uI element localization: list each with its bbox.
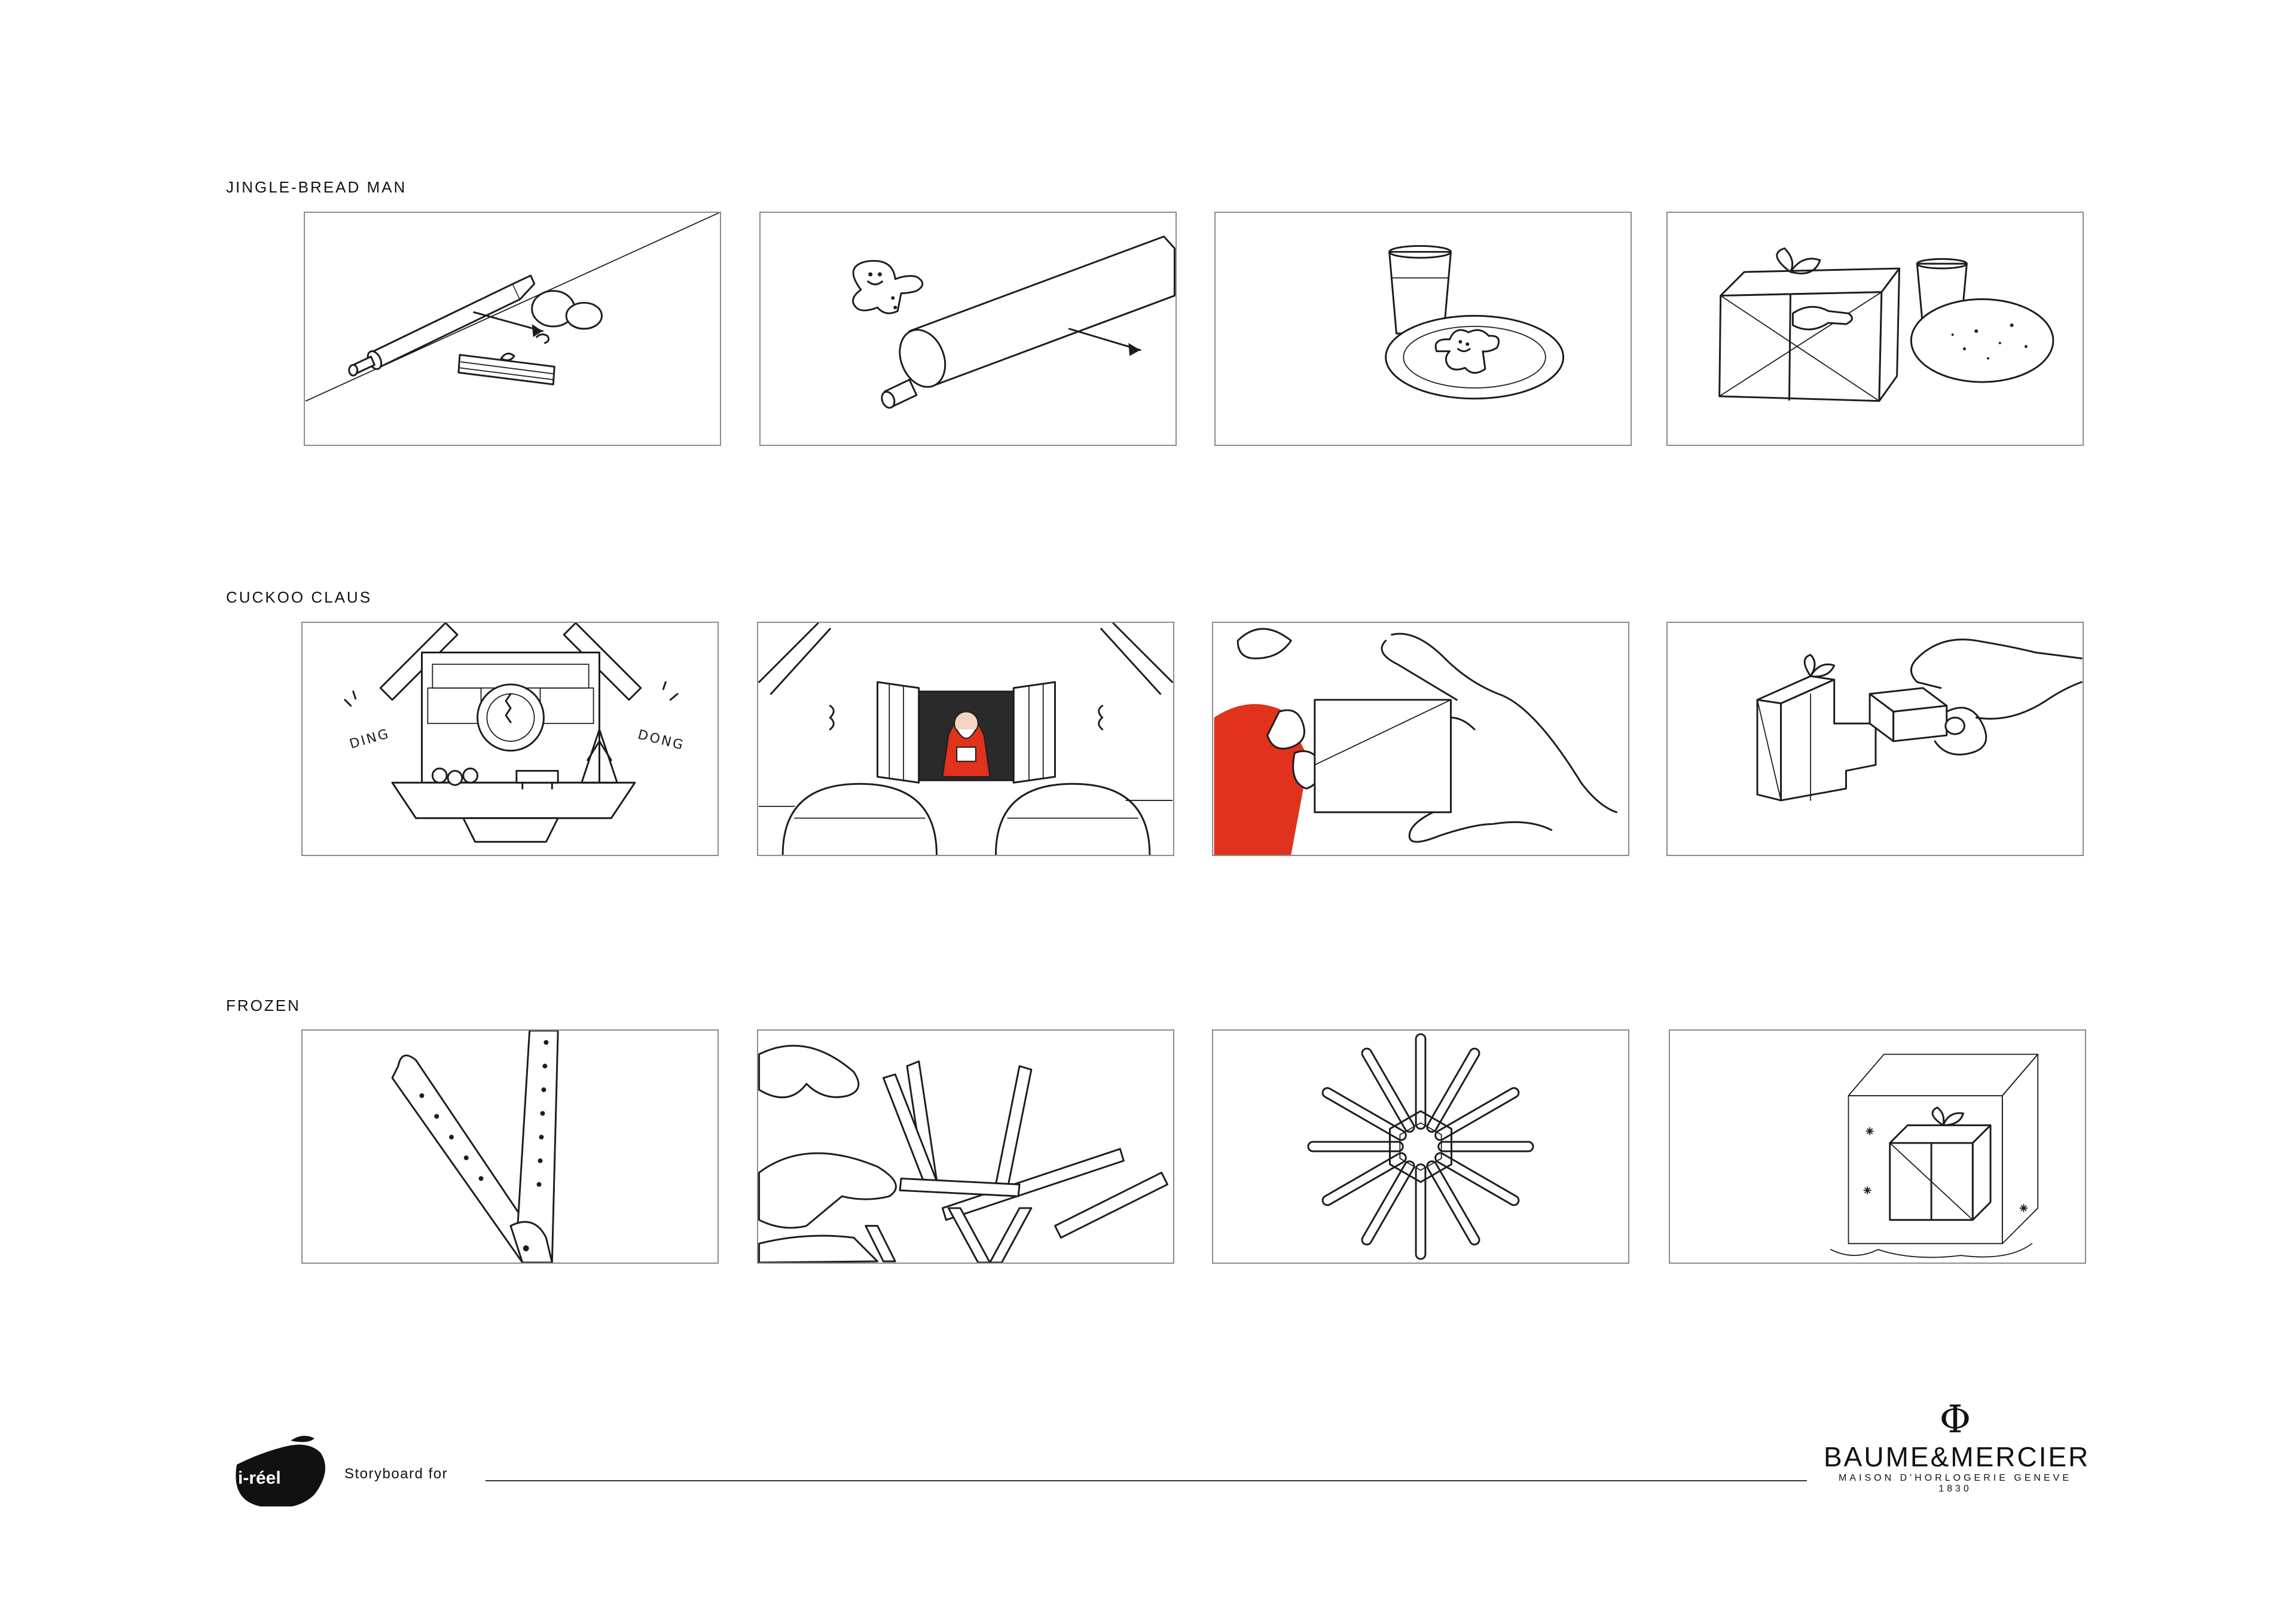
storyboard-frame-milk-plate — [1214, 212, 1632, 446]
cuckoo-clock-sketch — [344, 623, 679, 843]
storyboard-title-line — [486, 1480, 1807, 1481]
storyboard-frame-gingerbread-rolling — [759, 212, 1177, 446]
gift-milk-sketch — [1718, 247, 2054, 402]
baume-mercier-logo: Φ BAUME&MERCIER MAISON D'HORLOGERIE GENE… — [1824, 1398, 2090, 1494]
storyboard-for-label: Storyboard for — [344, 1466, 448, 1482]
storyboard-frame-ice-cube-gift — [1669, 1029, 2086, 1264]
storyboard-frame-santa-window — [757, 622, 1174, 856]
ice-cube-gift-sketch — [1830, 1053, 2039, 1258]
santa-hand-box-sketch — [1214, 628, 1618, 855]
storyboard-frame-watch-straps — [301, 1029, 719, 1264]
i-reel-logo: i-réel — [225, 1429, 332, 1508]
brand-tagline: MAISON D'HORLOGERIE GENEVE 1830 — [1839, 1473, 2072, 1494]
storyboard-frame-gift-milk — [1666, 212, 2084, 446]
storyboard-frame-snowflake — [1212, 1029, 1629, 1264]
storyboard-frame-strap-assembly — [757, 1029, 1174, 1264]
storyboard-frame-stacking-gifts — [1666, 622, 2084, 856]
watch-straps-sketch — [391, 1031, 559, 1263]
strap-assembly-sketch — [758, 1044, 1169, 1263]
section-label-cuckoo-claus: CUCKOO CLAUS — [226, 588, 373, 606]
storyboard-frame-cuckoo-clock: DING DONG — [301, 622, 719, 856]
i-reel-logo-text: i-réel — [238, 1468, 281, 1488]
storyboard-frame-rolling-pin — [304, 212, 721, 446]
section-label-frozen: FROZEN — [226, 997, 301, 1014]
snowflake-sketch — [1307, 1033, 1534, 1260]
storyboard-frame-santa-hand-box — [1212, 622, 1629, 856]
santa-window-sketch — [758, 623, 1173, 855]
stacking-gifts-sketch — [1756, 638, 2083, 802]
rolling-pin-sketch — [305, 213, 720, 402]
brand-name: BAUME&MERCIER — [1824, 1441, 2090, 1472]
gingerbread-rolling-sketch — [852, 236, 1176, 409]
milk-plate-sketch — [1385, 244, 1565, 400]
section-label-jingle-bread-man: JINGLE-BREAD MAN — [226, 178, 407, 196]
brand-phi-symbol: Φ — [1939, 1398, 1971, 1442]
